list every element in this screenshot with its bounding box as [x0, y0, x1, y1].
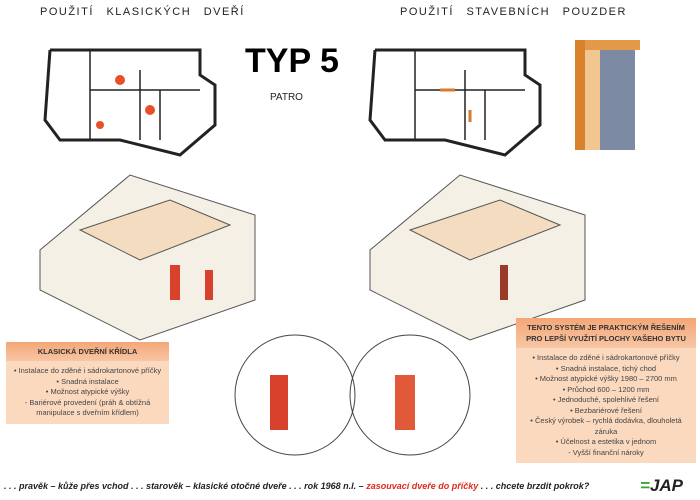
list-item: • Instalace do zděné i sádrokartonové př…	[532, 353, 680, 362]
floor-plan-pocket	[368, 48, 542, 157]
detail-circle-classic	[234, 334, 356, 456]
list-item: • Jednoduché, spolehlivé řešení	[552, 395, 660, 404]
floor-plan-classic	[43, 48, 217, 157]
logo-text: JAP	[649, 476, 684, 495]
list-item: - Bariérové provedení (práh & obtížná ma…	[24, 397, 151, 418]
pocket-system-box: TENTO SYSTÉM JE PRAKTICKÝM ŘEŠENÍM PRO L…	[516, 318, 696, 463]
pocket-box-title: TENTO SYSTÉM JE PRAKTICKÝM ŘEŠENÍM PRO L…	[516, 318, 696, 348]
list-item: • Bezbariérové řešení	[570, 405, 642, 415]
list-item: • Český výrobek – rychlá dodávka, dlouho…	[530, 416, 682, 436]
list-item: • Snadná instalace, tichý chod	[555, 363, 657, 373]
list-item: - Vyšší finanční nároky	[568, 447, 644, 457]
detail-circle-pocket	[349, 334, 471, 456]
list-item: • Průchod 600 – 1200 mm	[562, 384, 650, 394]
footer-slogan: . . . pravěk – kůže přes vchod . . . sta…	[4, 481, 589, 491]
footer-highlight: zasouvací dveře do příčky	[366, 481, 479, 491]
right-title: POUŽITÍ STAVEBNÍCH POUZDER	[400, 6, 627, 18]
list-item: • Instalace do zděné i sádrokartonové př…	[13, 366, 162, 375]
isometric-pocket	[369, 174, 586, 341]
list-item: • Snadná instalace	[56, 376, 119, 386]
footer-text-end: . . . chcete brzdit pokrok?	[478, 481, 590, 491]
left-title: POUŽITÍ KLASICKÝCH DVEŘÍ	[40, 6, 245, 18]
company-logo: =JAP	[640, 476, 684, 495]
classic-box-title: KLASICKÁ DVEŘNÍ KŘÍDLA	[6, 342, 169, 361]
list-item: • Účelnost a estetika v jednom	[555, 437, 657, 446]
illustrations	[39, 40, 640, 456]
floor-label: PATRO	[270, 92, 303, 103]
pocket-door-image	[575, 40, 640, 150]
isometric-classic	[39, 174, 256, 341]
classic-doors-box: KLASICKÁ DVEŘNÍ KŘÍDLA • Instalace do zd…	[6, 342, 169, 424]
type-label: TYP 5	[245, 42, 339, 80]
list-item: • Možnost atypické výšky 1980 – 2700 mm	[535, 374, 677, 383]
footer-text: . . . pravěk – kůže přes vchod . . . sta…	[4, 481, 367, 491]
list-item: • Možnost atypické výšky	[45, 387, 130, 396]
